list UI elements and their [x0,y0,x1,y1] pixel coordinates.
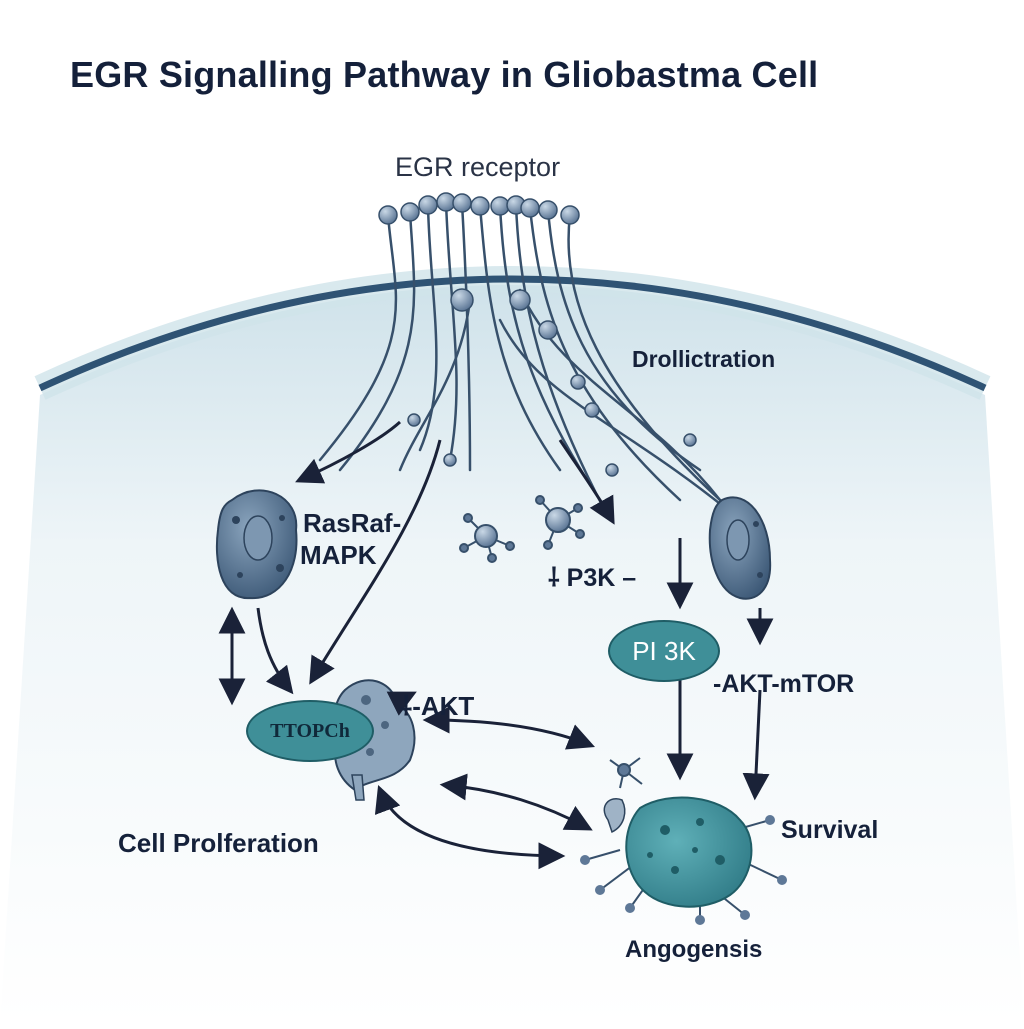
rasraf-protein [215,489,298,600]
mapk-label: MAPK [300,540,377,570]
cell-interior [0,285,1024,1024]
output-cluster [580,796,787,925]
diagram-title: EGR Signalling Pathway in Gliobastma Cel… [70,54,819,95]
akt-label: ⸸-AKT [400,691,475,721]
mtor-protein [708,496,772,600]
pi3k-node: PI 3K [608,620,720,682]
akt-mtor-label: -AKT-mTOR [713,670,855,698]
cell-proliferation-label: Cell Prolferation [118,828,319,858]
molecule-small [609,757,643,789]
p3k-label: ⸸ P3K – [548,564,637,592]
molecule-mid [535,495,585,550]
receptor-label: EGR receptor [395,152,561,182]
ttopch-node: TTOPCh [246,700,374,762]
receptor-heads [378,192,697,477]
receptor-strands [318,200,742,522]
pathway-arrows [218,420,774,870]
molecule-left [459,513,515,563]
drollictration-label: Drollictration [632,346,776,372]
angiogenesis-label: Angogensis [625,936,763,963]
rasraf-label: RasRaf- [303,508,402,538]
survival-label: Survival [781,816,879,844]
